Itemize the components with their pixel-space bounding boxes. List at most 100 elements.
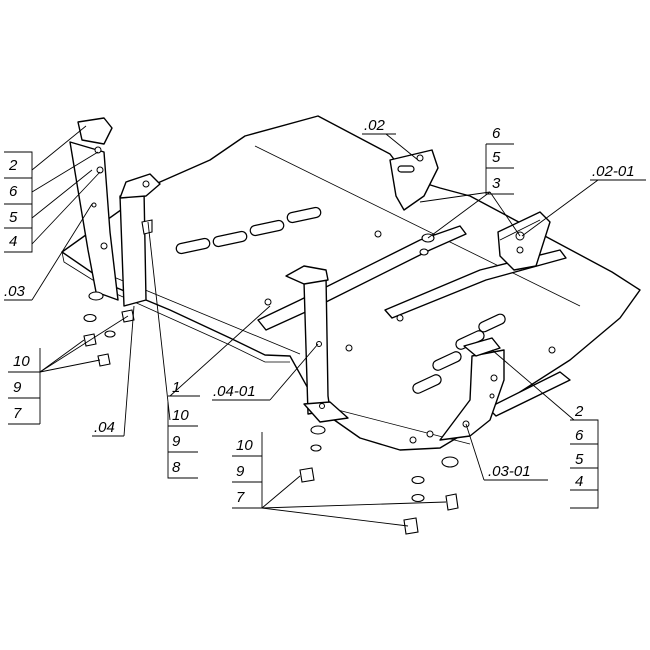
callout-part-04-01: .04-01 [212, 383, 270, 401]
callout-label: 9 [172, 433, 181, 450]
leader-line [269, 343, 319, 401]
callout-group-bottom-fasteners: 10 9 7 [232, 432, 263, 509]
right-bracket-fold [499, 219, 541, 241]
bracket-hole [489, 393, 495, 399]
top-bracket-body [389, 149, 439, 211]
leader-line [31, 171, 101, 245]
right-bracket-body [497, 211, 551, 271]
callout-box [8, 348, 41, 425]
callout-label: 4 [575, 473, 583, 490]
callout-box [570, 419, 599, 509]
bracket-hole [516, 246, 524, 254]
washer [310, 444, 322, 452]
callout-label: 5 [492, 149, 501, 166]
callout-label: 8 [172, 459, 181, 476]
callout-label: 2 [8, 157, 18, 174]
leader-line [521, 179, 599, 237]
callout-group-left: 2 6 5 4 [4, 151, 33, 253]
bolt [403, 517, 419, 535]
callout-label: .04 [94, 419, 115, 436]
leader-line [123, 305, 135, 437]
callout-label: 6 [492, 125, 501, 142]
bracket-hole [490, 374, 498, 382]
top-bracket-02 [389, 149, 439, 211]
support-hole [319, 403, 325, 409]
callout-label: 7 [13, 405, 22, 422]
skid-plate-front-lip [61, 251, 290, 363]
callout-group-center-fasteners: 10 9 8 [167, 402, 198, 479]
callout-label: 6 [575, 427, 584, 444]
leader-line [261, 475, 301, 509]
washer [88, 291, 104, 301]
callout-group-left-fasteners: 10 9 7 [8, 348, 41, 425]
callout-label: 6 [9, 183, 18, 200]
leader-line [31, 125, 87, 171]
washer [411, 493, 425, 503]
vent-slot-8 [478, 313, 506, 333]
callout-box [167, 402, 198, 479]
bracket-hole [91, 202, 97, 208]
vent-slot-5 [412, 374, 442, 394]
vent-slot-2 [212, 230, 248, 248]
mount-hole [396, 314, 404, 322]
leader-line [169, 305, 271, 397]
right-bracket-03-01 [426, 337, 505, 441]
bolt [141, 219, 153, 235]
callout-label: .02 [364, 117, 386, 134]
callout-label: 10 [236, 437, 253, 454]
callout-group-top-right: 6 5 3 [485, 125, 514, 195]
mount-hole [264, 298, 272, 306]
left-bracket-03 [69, 117, 119, 301]
leader-line [465, 423, 485, 481]
bolt [299, 467, 315, 483]
right-bracket-03-01-tab [463, 337, 501, 357]
callout-label: 9 [13, 379, 22, 396]
washer [104, 330, 116, 338]
leader-line [39, 339, 85, 373]
support-hole [142, 180, 150, 188]
mount-hole [548, 346, 556, 354]
bracket-hole [96, 166, 104, 174]
center-support-foot [303, 401, 349, 423]
leader-line [489, 191, 521, 237]
bolt [97, 353, 111, 367]
callout-label: .04-01 [213, 383, 256, 400]
callout-label: 5 [9, 209, 18, 226]
leader-line [31, 203, 93, 301]
callout-label: 1 [172, 379, 180, 396]
callout-label: .02-01 [592, 163, 635, 180]
callout-label: 4 [9, 233, 17, 250]
callout-label: 7 [236, 489, 245, 506]
leader-line [491, 349, 575, 421]
callout-part-03: .03 [4, 283, 32, 301]
callout-part-03-01: .03-01 [484, 463, 548, 481]
leader-line [31, 169, 93, 219]
callout-label: 10 [172, 407, 189, 424]
leader-line [261, 501, 447, 509]
callout-box [485, 143, 514, 195]
left-support-04 [119, 173, 161, 307]
center-support-top-tab [285, 265, 329, 285]
callout-label: .03-01 [488, 463, 531, 480]
vent-slot-1 [175, 237, 211, 255]
leader-line [419, 191, 491, 203]
left-bracket-tab [77, 117, 113, 145]
callout-label: 10 [13, 353, 30, 370]
mount-hole [345, 344, 353, 352]
left-support-body [119, 189, 147, 307]
washer [310, 425, 326, 435]
leader-lines [31, 125, 599, 527]
bracket-hole [426, 430, 434, 438]
callout-label: 9 [236, 463, 245, 480]
bracket-hole [94, 146, 102, 154]
callout-group-right: 2 6 5 4 [570, 403, 599, 509]
skid-plate-fold-line-1 [254, 145, 581, 307]
leader-line [39, 359, 101, 373]
callout-part-02: .02 [362, 117, 396, 135]
washer [419, 248, 429, 256]
right-bracket-03-01-body [439, 349, 505, 441]
left-support-top-tab [119, 173, 161, 199]
leader-line [385, 133, 419, 161]
bolt [445, 493, 459, 511]
